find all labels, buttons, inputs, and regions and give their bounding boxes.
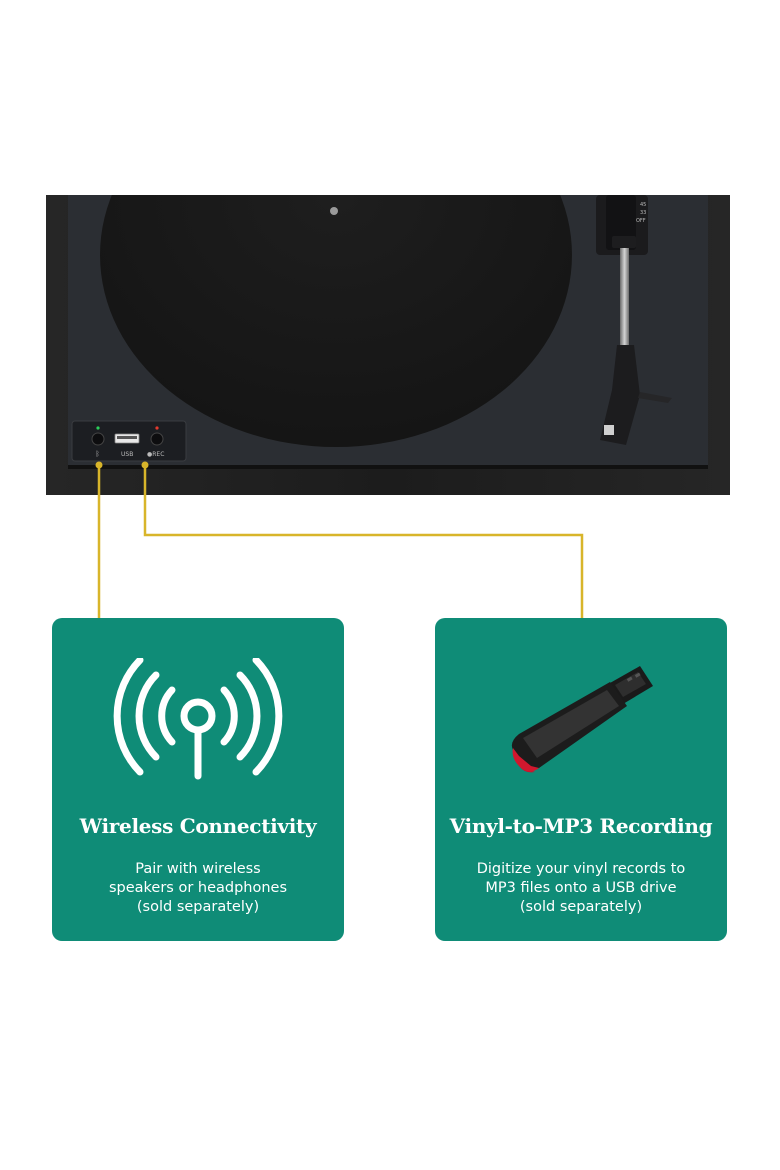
usb-flash-drive-icon [511, 666, 653, 773]
card-description-line: (sold separately) [136, 899, 260, 915]
connector-lines [97, 465, 584, 618]
card-description-line: (sold separately) [519, 899, 643, 915]
feature-card-wireless: Wireless Connectivity Pair with wireless… [52, 618, 344, 941]
bluetooth-led [96, 426, 100, 430]
spindle [330, 207, 338, 215]
connector-dot-wireless [95, 461, 103, 469]
wireless-signal-icon [113, 658, 283, 780]
speed-label-33: 33 [640, 210, 646, 216]
bluetooth-button[interactable] [91, 432, 105, 446]
tonearm [620, 240, 629, 350]
card-description: Digitize your vinyl records to MP3 files… [465, 860, 697, 917]
connector-dot-usb [141, 461, 149, 469]
record-button[interactable] [150, 432, 164, 446]
connector-line-usb [143, 465, 584, 618]
card-title: Wireless Connectivity [79, 814, 317, 838]
card-title: Vinyl-to-MP3 Recording [449, 814, 713, 838]
bluetooth-icon: ᛒ [96, 450, 100, 458]
card-description-line: Digitize your vinyl records to [476, 861, 686, 877]
feature-card-recording: Vinyl-to-MP3 Recording Digitize your vin… [435, 618, 727, 941]
card-description-line: MP3 files onto a USB drive [485, 880, 677, 896]
card-description: Pair with wireless speakers or headphone… [82, 860, 314, 917]
record-led [155, 426, 159, 430]
speed-label-45: 45 [640, 202, 646, 208]
turntable-platter [100, 195, 572, 447]
headshell [600, 345, 640, 445]
record-button-label: ●REC [147, 451, 164, 458]
card-description-line: Pair with wireless [135, 861, 261, 877]
usb-port-label: USB [121, 451, 133, 458]
speed-label-off: OFF [636, 218, 646, 224]
card-description-line: speakers or headphones [108, 880, 288, 896]
